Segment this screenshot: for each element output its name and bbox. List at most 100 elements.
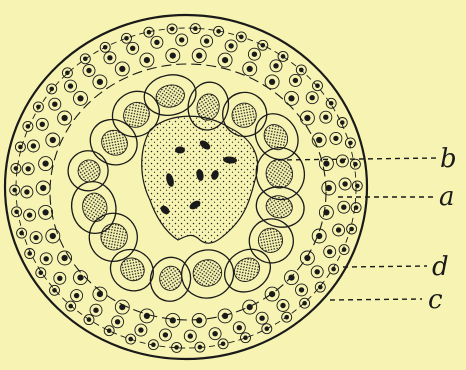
large-cell-nucleus [76, 158, 102, 184]
large-cell [65, 147, 112, 194]
label-d: d [432, 252, 449, 282]
small-cell-nucleus [340, 120, 345, 125]
small-cell-nucleus [304, 255, 310, 261]
small-cell-nucleus [222, 57, 228, 63]
large-cell-nucleus [230, 253, 264, 286]
small-cell-nucleus [39, 270, 44, 275]
small-cell-nucleus [97, 79, 103, 85]
small-cell-nucleus [354, 205, 359, 210]
small-cell-nucleus [304, 115, 310, 121]
small-cell-nucleus [151, 342, 156, 347]
small-cell-nucleus [68, 304, 73, 309]
small-cell-nucleus [163, 332, 168, 337]
small-cell-nucleus [26, 124, 31, 129]
small-cell-nucleus [198, 345, 203, 350]
small-cell-nucleus [341, 205, 346, 210]
small-cell-nucleus [57, 276, 62, 281]
small-cell-nucleus [138, 327, 143, 332]
small-cell-nucleus [26, 166, 31, 171]
small-cell-nucleus [349, 227, 354, 232]
small-cell-nucleus [188, 333, 193, 338]
small-cell-nucleus [222, 313, 228, 319]
small-cell-nucleus [228, 43, 233, 48]
small-cell-nucleus [14, 166, 19, 171]
small-cell-nucleus [115, 319, 120, 324]
label-a: a [439, 182, 455, 212]
label-b: b [440, 144, 457, 174]
small-cell-nucleus [315, 83, 320, 88]
small-cell-nucleus [323, 209, 329, 215]
small-cell-nucleus [247, 304, 253, 310]
small-cell-nucleus [280, 303, 285, 308]
small-cell-nucleus [221, 342, 226, 347]
small-cell-nucleus [14, 210, 19, 215]
small-cell-nucleus [107, 328, 112, 333]
small-cell-nucleus [315, 269, 320, 274]
small-cell-nucleus [170, 27, 175, 32]
small-cell-nucleus [323, 115, 328, 120]
small-cell-nucleus [302, 301, 307, 306]
small-cell-nucleus [97, 291, 103, 297]
small-cell-nucleus [243, 335, 248, 340]
small-cell-nucleus [83, 57, 88, 62]
small-cell-nucleus [237, 325, 242, 330]
small-cell-nucleus [179, 37, 184, 42]
small-cell-nucleus [326, 185, 332, 191]
leader-line-c [330, 299, 422, 300]
central-nucleus [175, 147, 185, 154]
small-cell-nucleus [196, 53, 202, 59]
small-cell-nucleus [265, 326, 270, 331]
large-cell-nucleus [97, 125, 132, 160]
small-cell-nucleus [299, 68, 304, 73]
small-cell-nucleus [154, 40, 159, 45]
small-cell-nucleus [62, 255, 68, 261]
small-cell-nucleus [342, 181, 347, 186]
small-cell-nucleus [144, 57, 150, 63]
small-cell-nucleus [269, 291, 275, 297]
large-cell [147, 254, 195, 305]
large-cell-nucleus [254, 224, 288, 258]
small-cell-nucleus [33, 235, 38, 240]
leader-line-d [343, 266, 427, 267]
small-cell-nucleus [62, 115, 68, 121]
small-cell-nucleus [333, 136, 338, 141]
small-cell-nucleus [329, 101, 334, 106]
large-cell-nucleus [80, 191, 109, 224]
small-cell-nucleus [27, 212, 32, 217]
small-cell-nucleus [44, 256, 49, 261]
large-cell-nucleus [264, 157, 295, 190]
small-cell-nucleus [40, 185, 46, 191]
small-cell-nucleus [19, 231, 24, 236]
small-cell-nucleus [77, 275, 83, 281]
small-cell-nucleus [50, 137, 56, 143]
small-cell-nucleus [65, 71, 70, 76]
small-cell-nucleus [196, 317, 202, 323]
small-cell-nucleus [68, 83, 73, 88]
small-cell-nucleus [40, 122, 45, 127]
small-cell-nucleus [174, 345, 179, 350]
small-cell-nucleus [93, 308, 98, 313]
small-cell-nucleus [327, 249, 332, 254]
small-cell-nucleus [27, 251, 32, 256]
small-cell-nucleus [170, 317, 176, 323]
small-cell-nucleus [74, 293, 79, 298]
small-cell-nucleus [128, 337, 133, 342]
small-cell-nucleus [193, 26, 198, 31]
small-cell-nucleus [331, 267, 336, 272]
small-cell-nucleus [49, 87, 54, 92]
small-cell-nucleus [147, 30, 152, 35]
large-cell [177, 245, 237, 302]
small-cell-nucleus [310, 95, 315, 100]
small-cell-nucleus [31, 143, 36, 148]
small-cell-nucleus [86, 68, 91, 73]
small-cell-nucleus [77, 95, 83, 101]
small-cell-nucleus [284, 315, 289, 320]
small-cell-nucleus [252, 52, 257, 57]
small-cell-nucleus [353, 162, 358, 167]
label-c: c [428, 285, 443, 315]
small-cell-nucleus [261, 43, 266, 48]
small-cell-nucleus [316, 137, 322, 143]
small-cell-nucleus [52, 288, 57, 293]
small-cell-nucleus [12, 188, 17, 193]
